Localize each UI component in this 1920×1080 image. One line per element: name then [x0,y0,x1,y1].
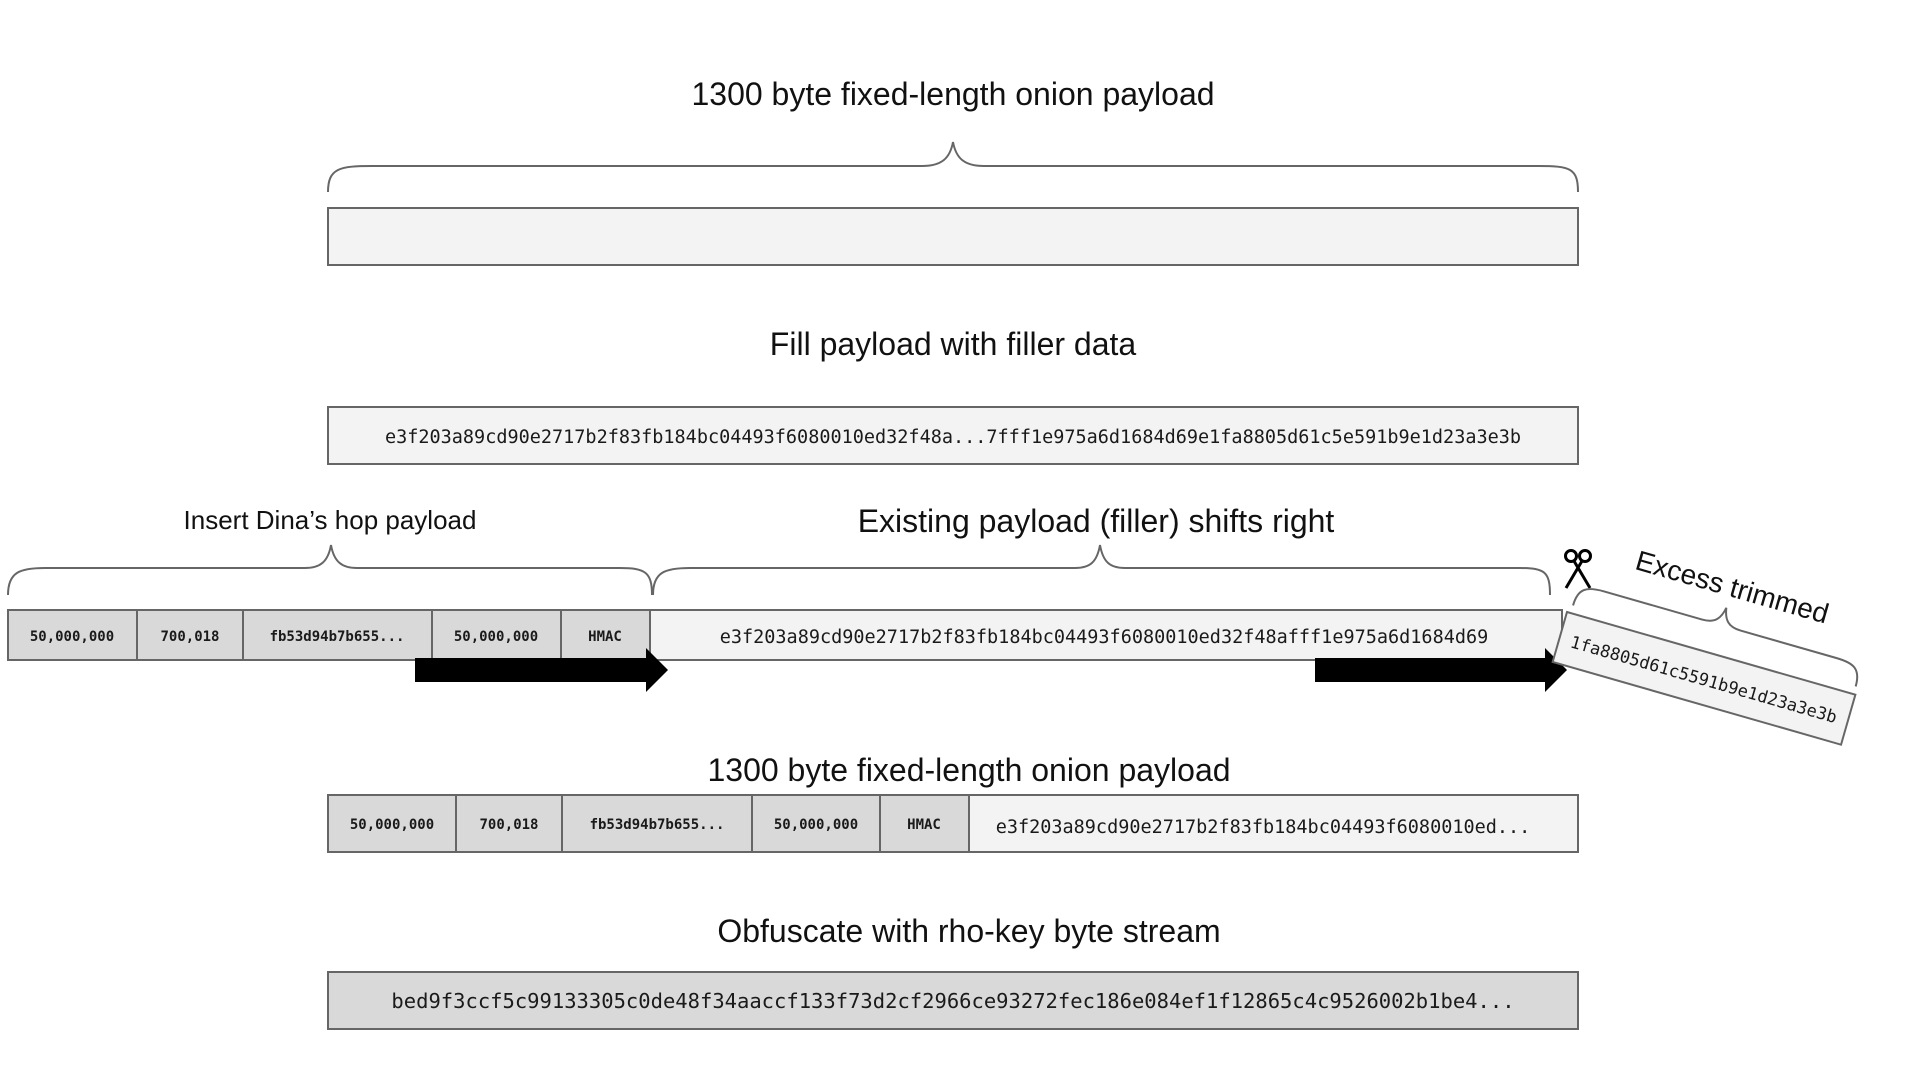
excess-payload-box [1551,610,1857,746]
result-cltv-label: 700,018 [479,817,538,833]
hop-segment-amount [7,609,138,661]
filler-payload-box [327,406,1579,465]
result-segment-amount2 [751,794,881,853]
payload-brace [327,141,1579,193]
hop-segment-cltv [136,609,244,661]
hop-hmac-label: HMAC [588,629,622,645]
result-key-label: fb53d94b7b655... [590,817,725,833]
result-amount2-label: 50,000,000 [774,817,858,833]
insert-brace [7,544,653,596]
hop-cltv-label: 700,018 [160,629,219,645]
obfuscate-title: Obfuscate with rho-key byte stream [717,913,1220,949]
right-arrow-icon [415,648,668,692]
result-segment-amount [327,794,457,853]
hop-segment-hmac [560,609,651,661]
payload-title: 1300 byte fixed-length onion payload [691,76,1214,112]
scissors-icon [1564,549,1592,589]
hop-key-label: fb53d94b7b655... [270,629,405,645]
shifted-data-text: e3f203a89cd90e2717b2f83fb184bc04493f6080… [720,627,1489,648]
shifted-payload-box [649,609,1563,661]
excess-title: Excess trimmed [1632,545,1832,630]
result-segment-cltv [455,794,563,853]
excess-brace [1572,588,1859,687]
result-segment-hmac [879,794,970,853]
hop-amount-label: 50,000,000 [30,629,114,645]
shift-title: Existing payload (filler) shifts right [858,503,1335,539]
shift-brace [652,544,1551,596]
result-title: 1300 byte fixed-length onion payload [707,752,1230,788]
right-arrow-icon [1315,648,1567,692]
obfuscated-payload-box [327,971,1579,1030]
result-amount-label: 50,000,000 [350,817,434,833]
excess-trimmed-group: 1fa8805d61c5591b9e1d23a3e3b Excess trimm… [1551,545,1859,746]
result-hmac-label: HMAC [907,817,941,833]
hop-amount2-label: 50,000,000 [454,629,538,645]
insert-title: Insert Dina’s hop payload [184,505,477,535]
result-filler-box [968,794,1579,853]
fill-title: Fill payload with filler data [770,326,1137,362]
result-data-text: e3f203a89cd90e2717b2f83fb184bc04493f6080… [996,817,1531,838]
filler-data-text: e3f203a89cd90e2717b2f83fb184bc04493f6080… [385,427,1521,448]
empty-payload-box [327,207,1579,266]
obfuscated-data-text: bed9f3ccf5c99133305c0de48f34aaccf133f73d… [391,989,1514,1013]
